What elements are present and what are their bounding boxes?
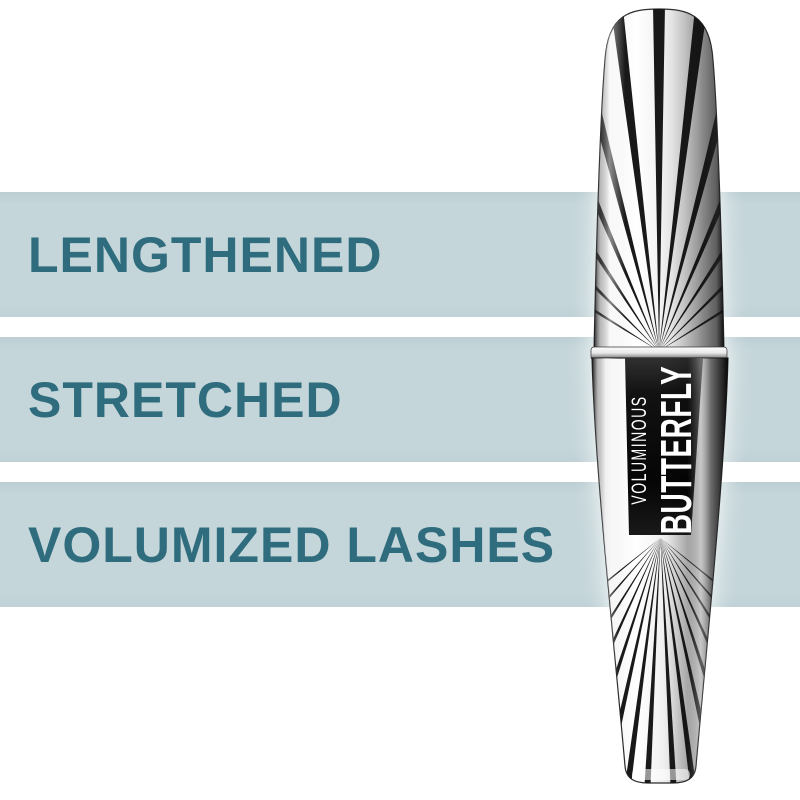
mascara-tube bbox=[590, 8, 729, 784]
body-shading bbox=[592, 358, 728, 783]
benefit-label-stretched: STRETCHED bbox=[28, 371, 343, 428]
cap-shading bbox=[594, 9, 724, 352]
bottom-highlight bbox=[632, 769, 690, 780]
benefit-label-lengthened: LENGTHENED bbox=[28, 226, 383, 283]
benefit-label-volumized: VOLUMIZED LASHES bbox=[28, 516, 556, 573]
